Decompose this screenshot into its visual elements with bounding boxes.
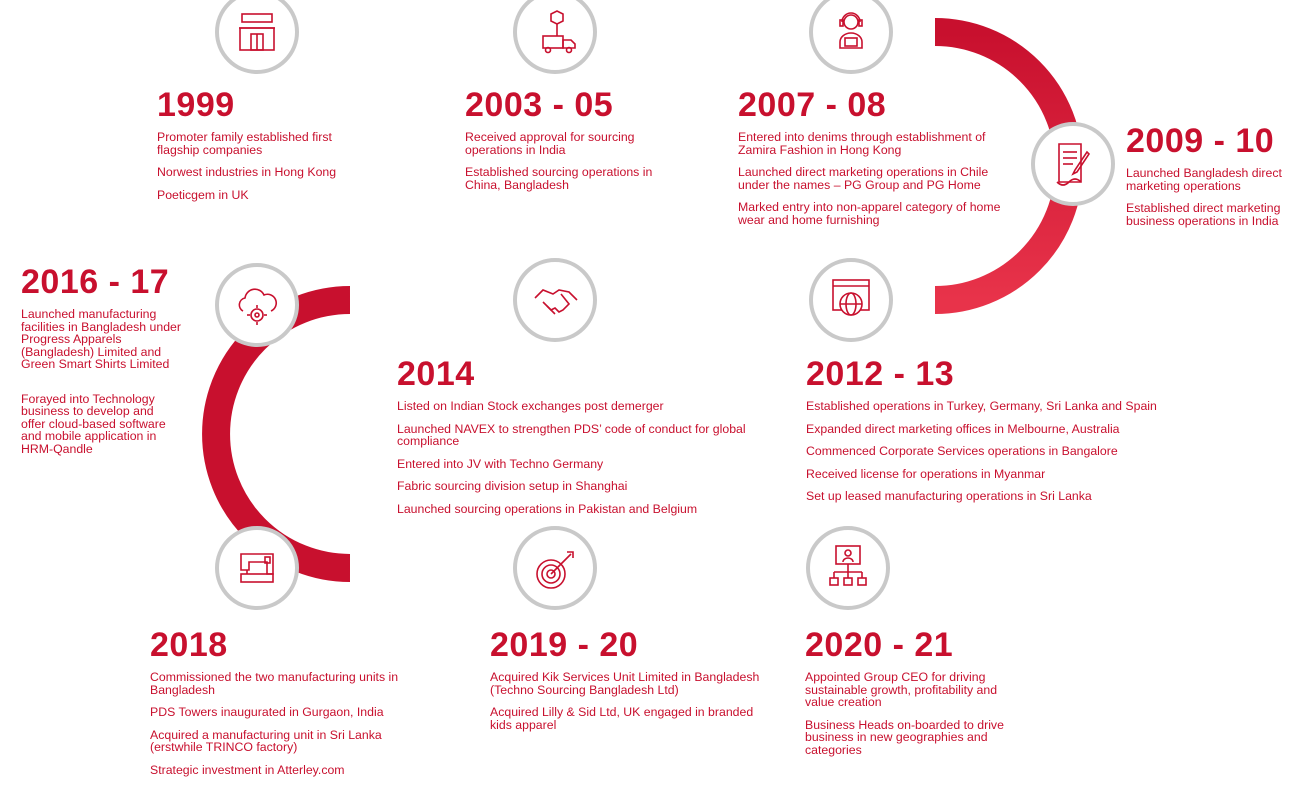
milestone-item: Acquired a manufacturing unit in Sri Lan… [150, 727, 382, 754]
milestone-item: Poeticgem in UK [157, 187, 249, 202]
milestone-item: Appointed Group CEO for driving sustaina… [805, 670, 998, 709]
milestone-item: Established operations in Turkey, German… [806, 399, 1157, 413]
milestone-2007-08: 2007 - 08 Entered into denims through es… [738, 88, 1003, 236]
factory-icon [215, 0, 299, 74]
milestone-1999: 1999 Promoter family established first f… [157, 88, 357, 211]
milestone-item: Acquired Lilly & Sid Ltd, UK engaged in … [490, 705, 754, 732]
handshake-icon [513, 258, 597, 342]
milestone-item: Entered into denims through establishmen… [738, 130, 986, 157]
milestone-item: Received approval for sourcing operation… [465, 130, 635, 157]
target-arrow-icon [513, 526, 597, 610]
milestone-year: 2007 - 08 [738, 86, 887, 124]
milestone-item: Received license for operations in Myanm… [806, 466, 1046, 481]
milestone-year: 2014 [397, 355, 475, 393]
milestone-year: 2016 - 17 [21, 263, 170, 301]
milestone-year: 2019 - 20 [490, 626, 639, 664]
milestone-2003-05: 2003 - 05 Received approval for sourcing… [465, 88, 675, 201]
milestone-item: PDS Towers inaugurated in Gurgaon, India [150, 705, 384, 719]
milestone-2014: 2014 Listed on Indian Stock exchanges po… [397, 357, 767, 525]
milestone-item: Marked entry into non-apparel category o… [738, 200, 1001, 227]
milestone-item: Launched manufacturing facilities in Ban… [21, 307, 181, 371]
milestone-2019-20: 2019 - 20 Acquired Kik Services Unit Lim… [490, 628, 775, 741]
milestone-item: Commenced Corporate Services operations … [806, 444, 1118, 458]
milestone-2016-17: 2016 - 17 Launched manufacturing facilit… [21, 265, 181, 465]
milestone-item: Fabric sourcing division setup in Shangh… [397, 479, 628, 493]
milestone-item: Promoter family established first flagsh… [157, 130, 332, 157]
milestone-item: Forayed into Technology business to deve… [21, 391, 166, 456]
milestone-item: Set up leased manufacturing operations i… [806, 489, 1092, 503]
milestone-2018: 2018 Commissioned the two manufacturing … [150, 628, 410, 786]
delivery-truck-icon [513, 0, 597, 74]
milestone-item: Established sourcing operations in China… [465, 165, 653, 192]
support-agent-icon [809, 0, 893, 74]
milestone-2012-13: 2012 - 13 Established operations in Turk… [806, 357, 1206, 513]
milestone-item: Acquired Kik Services Unit Limited in Ba… [490, 670, 760, 697]
milestone-year: 1999 [157, 86, 235, 124]
contract-icon [1031, 122, 1115, 206]
milestone-item: Launched NAVEX to strengthen PDS’ code o… [397, 421, 746, 448]
milestone-item: Listed on Indian Stock exchanges post de… [397, 399, 664, 413]
cloud-gear-icon [215, 263, 299, 347]
milestone-year: 2003 - 05 [465, 86, 614, 124]
milestone-item: Commissioned the two manufacturing units… [150, 670, 399, 697]
milestone-item: Expanded direct marketing offices in Mel… [806, 421, 1120, 436]
milestone-item: Launched direct marketing operations in … [738, 165, 989, 192]
milestone-item: Launched sourcing operations in Pakistan… [397, 501, 698, 516]
milestone-2020-21: 2020 - 21 Appointed Group CEO for drivin… [805, 628, 1020, 766]
globe-web-icon [809, 258, 893, 342]
milestone-year: 2012 - 13 [806, 355, 955, 393]
milestone-item: Launched Bangladesh direct marketing ope… [1126, 166, 1282, 193]
milestone-year: 2009 - 10 [1126, 122, 1275, 160]
milestone-2009-10: 2009 - 10 Launched Bangladesh direct mar… [1126, 124, 1296, 237]
milestone-year: 2018 [150, 626, 228, 664]
sewing-machine-icon [215, 526, 299, 610]
milestone-item: Norwest industries in Hong Kong [157, 165, 337, 179]
milestone-item: Entered into JV with Techno Germany [397, 456, 604, 471]
milestone-item: Business Heads on-boarded to drive busin… [805, 717, 1004, 757]
milestone-year: 2020 - 21 [805, 626, 954, 664]
org-chart-icon [806, 526, 890, 610]
milestone-item: Established direct marketing business op… [1126, 201, 1281, 228]
